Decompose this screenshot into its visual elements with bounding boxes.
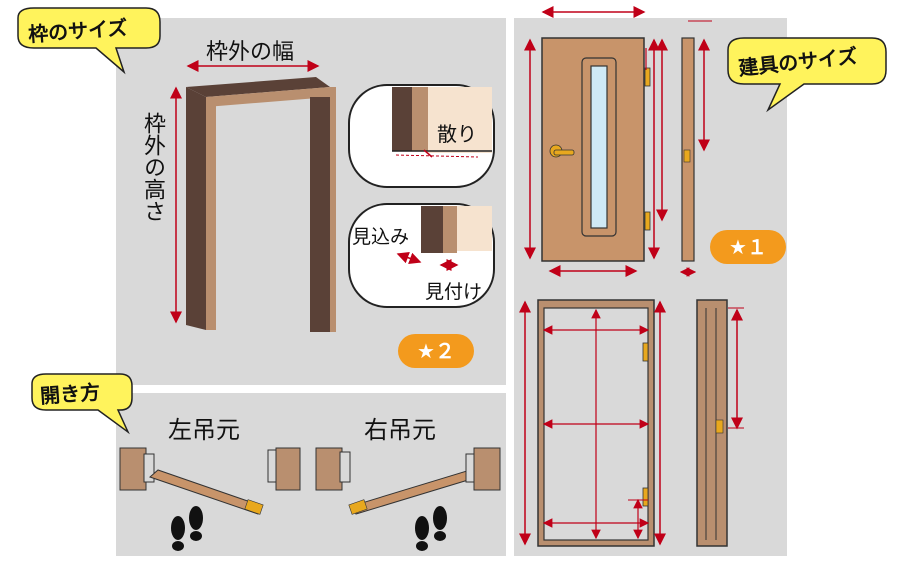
detail-mikomi-label: 見込み (352, 226, 410, 248)
detail-sanri-label: 散り (437, 122, 477, 146)
opening-bubble-label: 開き方 (39, 379, 101, 409)
detail-mikomi-mitsuke (348, 203, 495, 308)
detail-sanri (348, 84, 495, 188)
right-hinge-label: 右吊元 (364, 416, 436, 444)
right-hinge-illustration (315, 447, 501, 515)
frame-width-label: 枠外の幅 (206, 40, 295, 65)
left-hinge-illustration (119, 447, 301, 515)
door-size-bubble (727, 37, 887, 113)
opening-bubble (31, 373, 133, 435)
frame-size-bubble (17, 7, 161, 75)
frame-height-label: 枠外の高さ (140, 112, 165, 222)
door-front-illustration (541, 37, 651, 262)
badge-star-1: ★１ (710, 230, 786, 264)
left-hinge-label: 左吊元 (168, 416, 240, 444)
frame-side-illustration (696, 299, 728, 547)
footprint-icon (171, 506, 203, 551)
door-handle-icon (549, 144, 575, 158)
footprint-icon (415, 506, 447, 551)
detail-mitsuke-label: 見付け (425, 281, 483, 303)
door-side-illustration (681, 37, 695, 262)
badge-star-2: ★２ (398, 334, 474, 368)
frame-illustration (186, 77, 336, 332)
